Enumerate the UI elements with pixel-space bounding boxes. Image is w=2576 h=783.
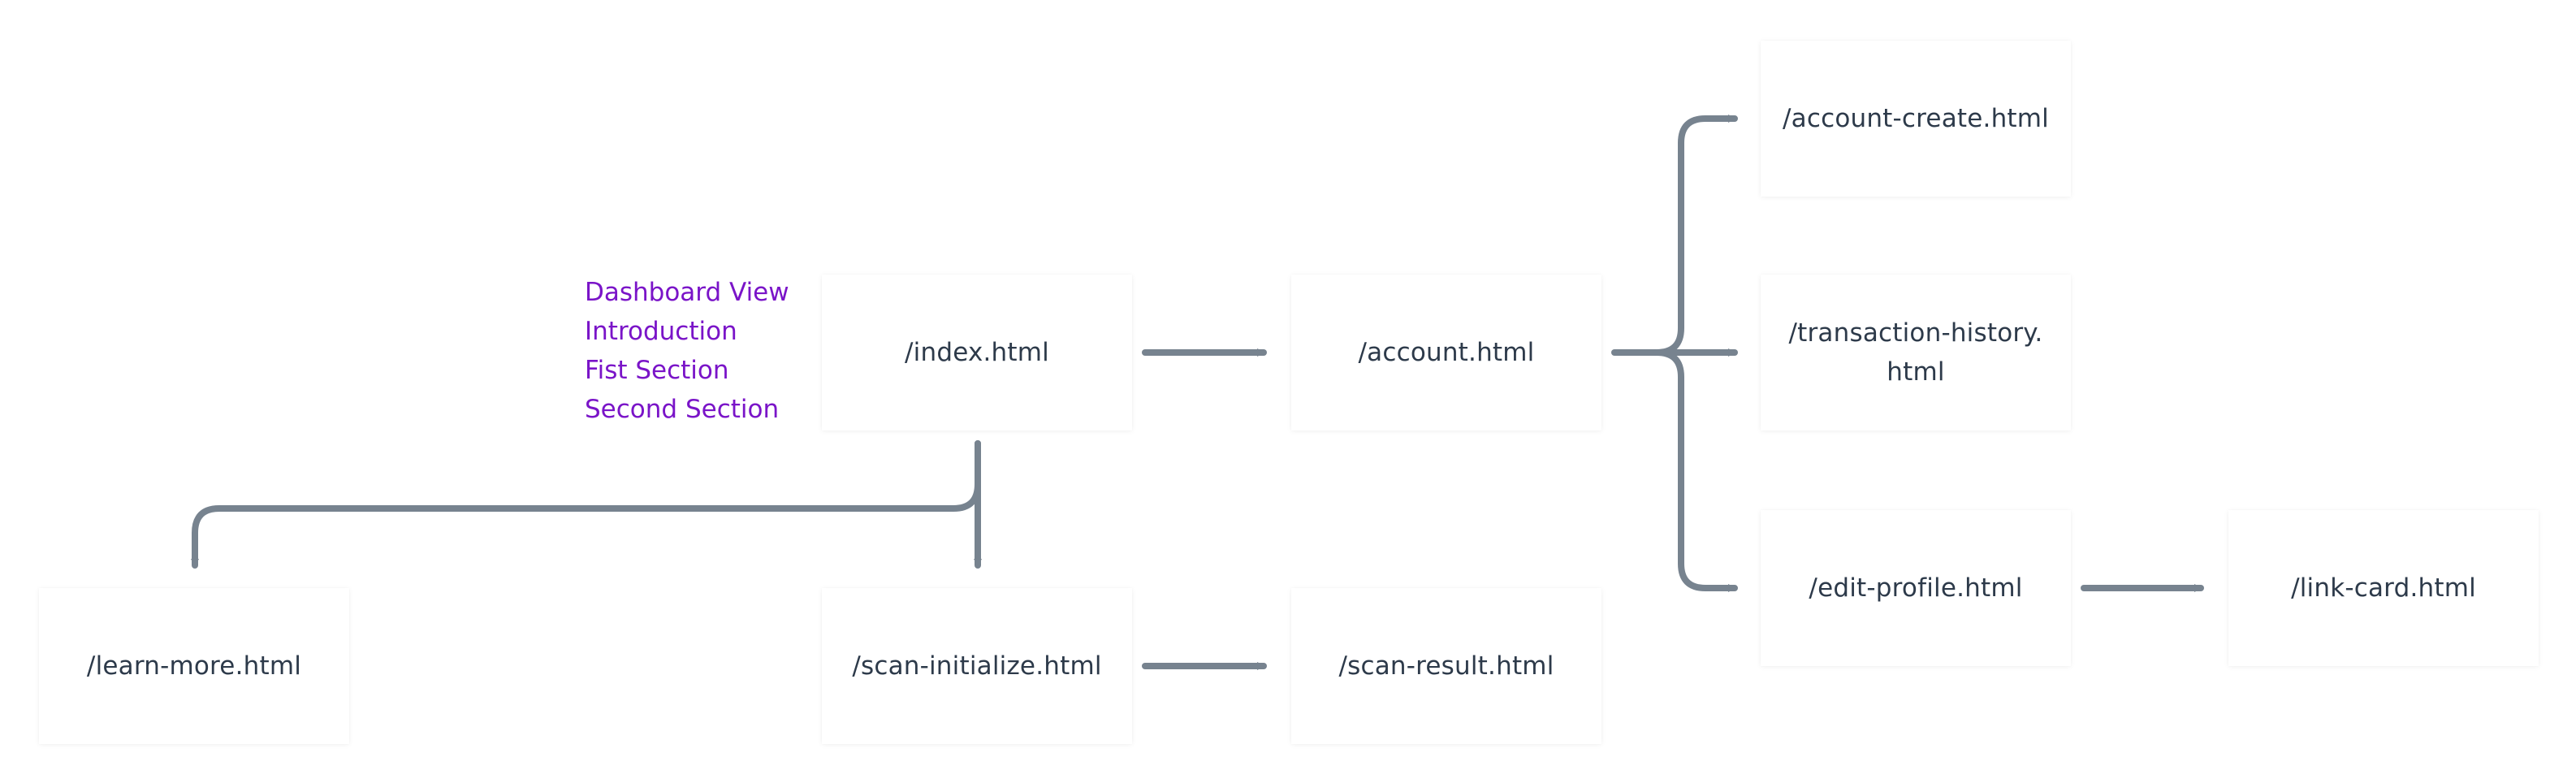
index-section-annotations: Dashboard View Introduction Fist Section…: [585, 273, 789, 429]
node-learn-more[interactable]: /learn-more.html: [39, 588, 349, 744]
node-account[interactable]: /account.html: [1291, 275, 1601, 430]
annotation-dashboard-view: Dashboard View: [585, 278, 789, 307]
annotation-introduction: Introduction: [585, 317, 737, 346]
node-edit-profile-label: /edit-profile.html: [1809, 573, 2023, 603]
node-account-label: /account.html: [1358, 338, 1535, 367]
edge-account-to-edit-profile: [1653, 349, 1738, 592]
node-scan-initialize-label: /scan-initialize.html: [852, 651, 1102, 681]
node-edit-profile[interactable]: /edit-profile.html: [1761, 510, 2071, 666]
annotation-second-section: Second Section: [585, 395, 780, 424]
node-account-create[interactable]: /account-create.html: [1761, 41, 2071, 197]
node-link-card-label: /link-card.html: [2291, 573, 2476, 603]
node-scan-initialize[interactable]: /scan-initialize.html: [822, 588, 1132, 744]
node-transaction-history[interactable]: /transaction-history.html: [1761, 275, 2071, 430]
node-learn-more-label: /learn-more.html: [86, 651, 302, 681]
annotation-first-section: Fist Section: [585, 356, 729, 385]
edge-account-to-account-create: [1653, 115, 1738, 356]
node-scan-result-label: /scan-result.html: [1338, 651, 1554, 681]
node-link-card[interactable]: /link-card.html: [2228, 510, 2539, 666]
node-account-create-label: /account-create.html: [1782, 104, 2049, 133]
edge-index-to-learn-more: [191, 440, 981, 569]
node-transaction-history-label: /transaction-history.html: [1788, 318, 2043, 387]
node-index-label: /index.html: [905, 338, 1049, 367]
node-scan-result[interactable]: /scan-result.html: [1291, 588, 1601, 744]
node-index[interactable]: /index.html: [822, 275, 1132, 430]
